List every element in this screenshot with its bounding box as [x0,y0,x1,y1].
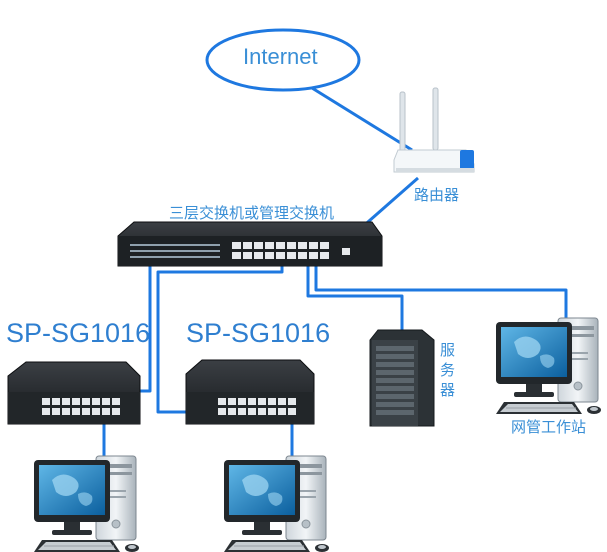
right-pc-computer [223,455,330,552]
network-links [102,86,568,462]
server-label: 服务器 [440,341,456,399]
core-workstation-link [314,252,568,326]
core-server-link [306,252,404,330]
left-switch-device [7,361,141,425]
router-device [393,87,475,173]
right-switch-label: SP-SG1016 [186,318,331,348]
workstation-computer [495,317,602,415]
workstation-label: 网管工作站 [511,418,587,436]
left-pc-computer [33,455,140,552]
right-switch-device [185,359,315,425]
internet-router-link [311,86,413,152]
server-device [369,329,435,427]
router-label: 路由器 [414,186,460,204]
internet-label: Internet [243,44,318,69]
left-switch-label: SP-SG1016 [6,318,151,348]
core-switch-label: 三层交换机或管理交换机 [169,204,335,222]
internet-cloud [205,28,361,92]
core-switch-device [117,221,383,267]
